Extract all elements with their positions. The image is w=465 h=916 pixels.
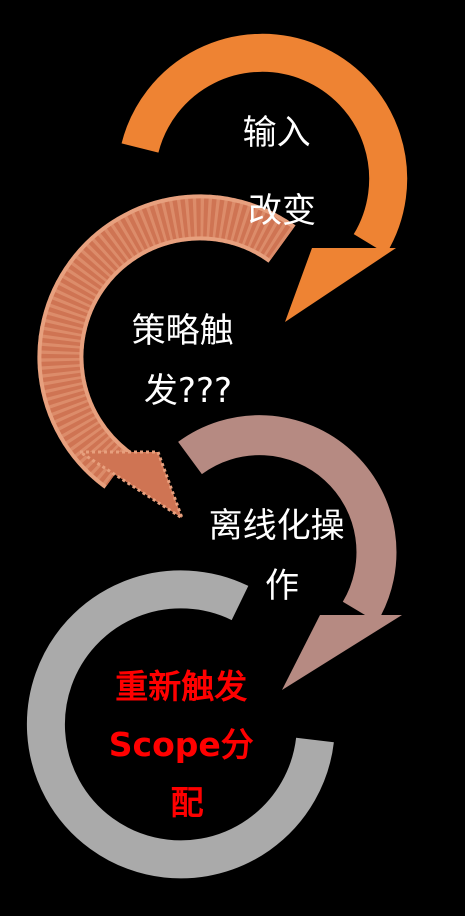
step-1-arrow-head [285, 248, 396, 322]
step-3-label: 离线化操 作 [209, 506, 356, 606]
step-1-line-2: 改变 [248, 191, 316, 231]
step-1-arrow [121, 33, 408, 322]
step-4-ring-arc [26, 570, 334, 879]
step-3-arrow-arc [178, 415, 397, 623]
step-2-arrow-arc-dots [37, 194, 296, 489]
step-1-arrow-arc [121, 33, 408, 254]
step-3-line-2: 作 [265, 566, 299, 606]
step-4-label: 重新触发 Scope分 配 [109, 667, 266, 822]
step-2-arrow [37, 194, 296, 522]
step-2-line-2: 发??? [144, 371, 232, 411]
step-2-arrow-head [74, 450, 185, 522]
step-2-label: 策略触 发??? [132, 311, 245, 411]
step-4-line-1: 重新触发 [115, 667, 247, 706]
step-1-line-1: 输入 [243, 113, 311, 153]
step-4-line-3: 配 [171, 783, 204, 822]
step-3-arrow-head [282, 615, 402, 690]
step-2-line-1: 策略触 [132, 311, 234, 351]
step-4-line-2: Scope分 [109, 725, 254, 764]
step-3-arrow [178, 415, 402, 690]
step-3-line-1: 离线化操 [209, 506, 345, 546]
step-4-ring [26, 570, 334, 879]
step-1-label: 输入 改变 [243, 113, 322, 231]
